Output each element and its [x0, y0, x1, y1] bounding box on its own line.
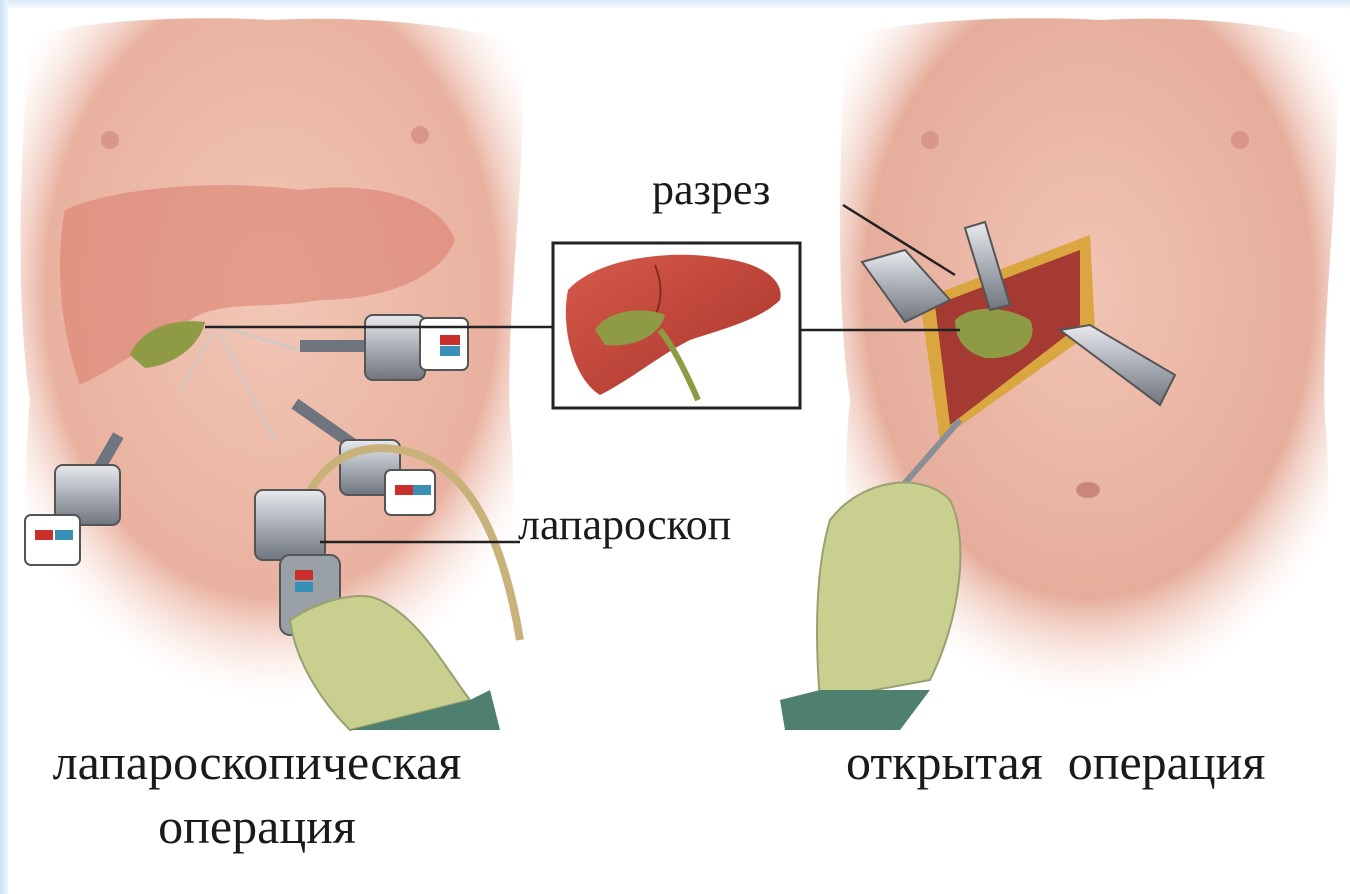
right-nipple-open — [1231, 131, 1249, 149]
laparoscopic-operation-caption: лапароскопическая операция — [18, 730, 496, 858]
laparoscope-label: лапароскоп — [518, 499, 731, 550]
left-nipple-open — [921, 131, 939, 149]
laparoscopic-caption-line1: лапароскопическая — [18, 730, 496, 794]
laparoscopic-caption-line2: операция — [18, 794, 496, 858]
navel — [1076, 482, 1100, 498]
incision-label: разрез — [652, 164, 770, 215]
right-nipple — [411, 126, 429, 144]
open-operation-caption: открытая операция — [846, 730, 1265, 794]
left-nipple — [101, 131, 119, 149]
liver-inset — [553, 243, 800, 408]
